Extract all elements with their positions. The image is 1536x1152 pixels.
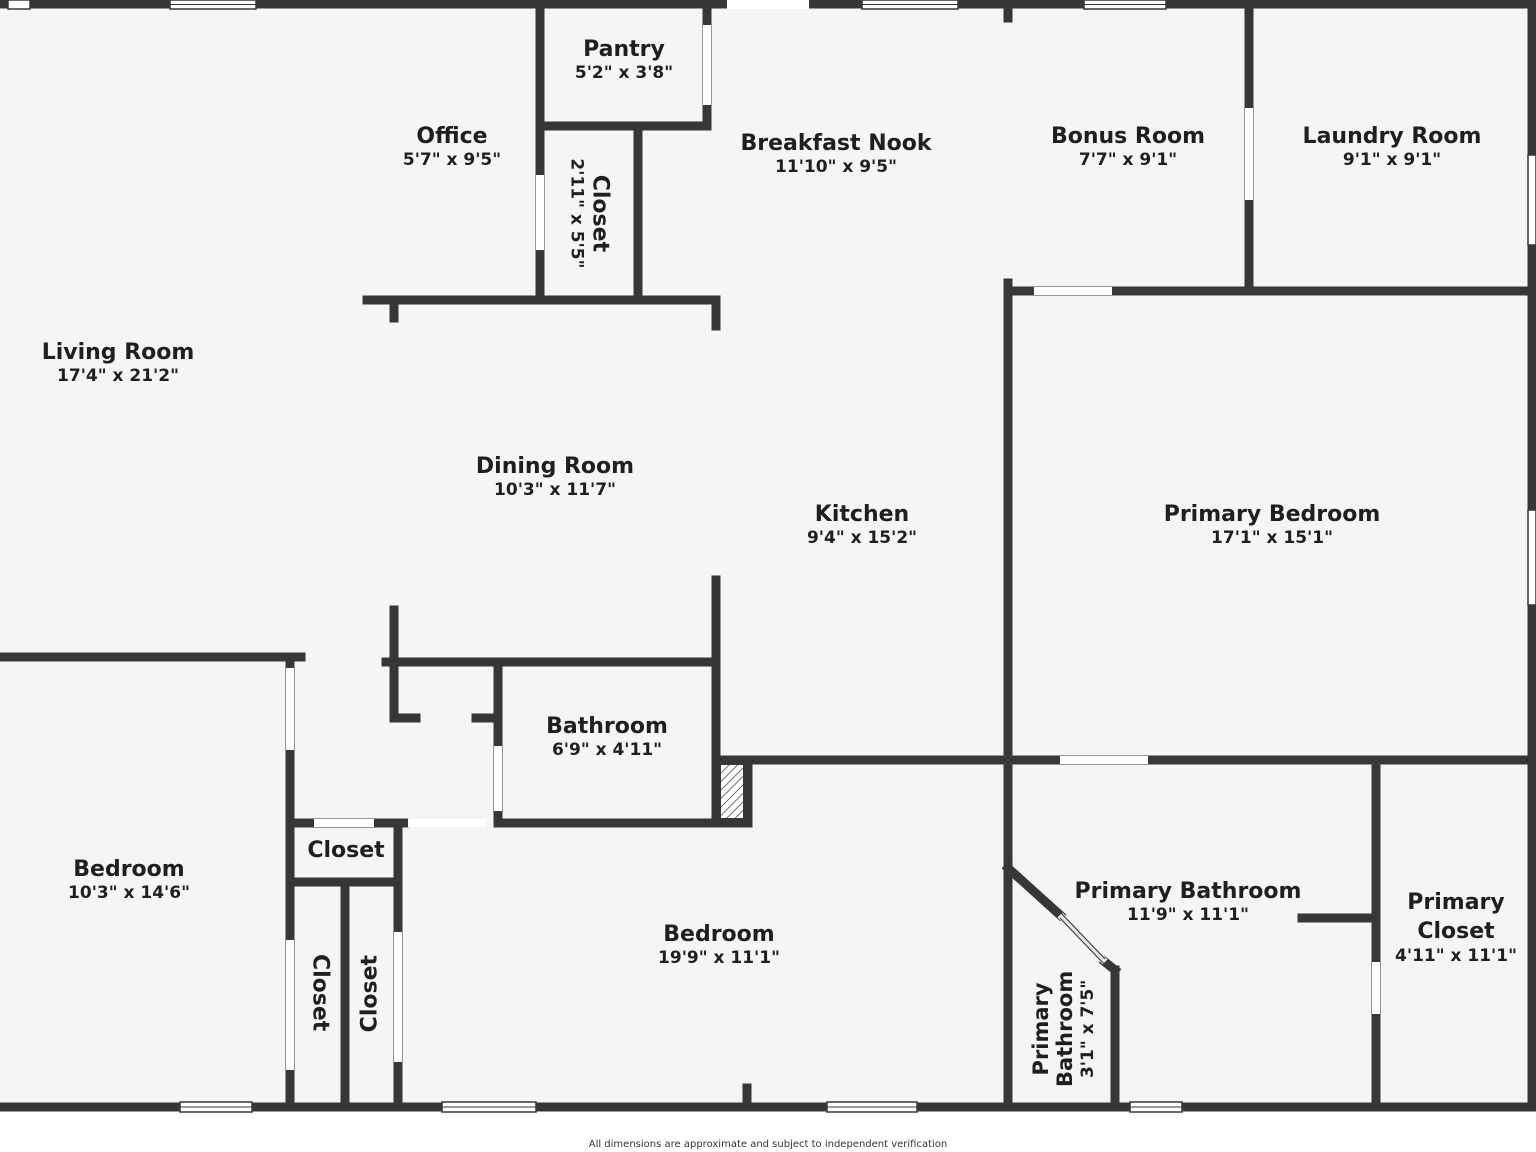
breakfast-nook-label: Breakfast Nook 11'10" x 9'5" [726, 131, 946, 178]
room-dimensions: 5'2" x 3'8" [574, 63, 674, 84]
room-dimensions: 10'3" x 14'6" [68, 883, 190, 904]
room-name: Pantry [583, 37, 665, 62]
room-dimensions: 9'4" x 15'2" [806, 528, 918, 549]
dining-room-label: Dining Room 10'3" x 11'7" [455, 454, 655, 501]
room-name: Bedroom [73, 857, 185, 882]
room-name-line2: Closet [1417, 919, 1495, 945]
primary-bathroom-label: Primary Bathroom 11'9" x 11'1" [1068, 879, 1308, 926]
floor-area [0, 5, 1533, 1107]
room-dimensions: 11'10" x 9'5" [775, 157, 897, 178]
kitchen-label: Kitchen 9'4" x 15'2" [792, 502, 932, 549]
room-name: Closet [587, 174, 613, 253]
closet-left-label: Closet [307, 943, 333, 1043]
room-dimensions: 4'11" x 11'1" [1395, 945, 1517, 966]
room-dimensions: 9'1" x 9'1" [1342, 150, 1442, 171]
room-dimensions: 7'7" x 9'1" [1078, 150, 1178, 171]
room-name: Closet [307, 838, 385, 863]
disclaimer-text: All dimensions are approximate and subje… [588, 1139, 948, 1150]
room-name: Kitchen [814, 502, 910, 527]
living-room-label: Living Room 17'4" x 21'2" [28, 340, 208, 387]
room-name: Bathroom [546, 714, 668, 739]
room-dimensions: 17'4" x 21'2" [57, 366, 179, 387]
office-closet-label: Closet 2'11" x 5'5" [566, 153, 613, 273]
room-name: Primary Bathroom [1074, 879, 1302, 904]
room-name: Bonus Room [1050, 124, 1206, 149]
bonus-room-label: Bonus Room 7'7" x 9'1" [1038, 124, 1218, 171]
room-dimensions: 3'1" x 7'5" [1078, 979, 1099, 1079]
room-name: Primary Bedroom [1163, 502, 1381, 527]
room-dimensions: 5'7" x 9'5" [402, 150, 502, 171]
hall-closet-label: Closet [296, 838, 396, 863]
primary-bathroom-small-label: Primary Bathroom 3'1" x 7'5" [1029, 959, 1099, 1099]
hatched-chase [719, 763, 745, 820]
angled-doorway [1057, 912, 1108, 965]
room-name-line2: Bathroom [1053, 970, 1078, 1088]
room-name-line1: Primary [1407, 890, 1505, 915]
office-label: Office 5'7" x 9'5" [382, 124, 522, 171]
primary-bedroom-label: Primary Bedroom 17'1" x 15'1" [1152, 502, 1392, 549]
room-dimensions: 11'9" x 11'1" [1127, 905, 1249, 926]
room-name: Breakfast Nook [740, 131, 932, 156]
pantry-label: Pantry 5'2" x 3'8" [564, 37, 684, 84]
room-name: Dining Room [475, 454, 635, 479]
room-name: Laundry Room [1302, 124, 1482, 149]
room-dimensions: 10'3" x 11'7" [494, 480, 616, 501]
room-dimensions: 2'11" x 5'5" [566, 158, 587, 269]
room-name: Office [416, 124, 488, 149]
room-name: Living Room [41, 340, 195, 365]
room-name: Closet [307, 953, 333, 1032]
bedroom-left-label: Bedroom 10'3" x 14'6" [54, 857, 204, 904]
bathroom-label: Bathroom 6'9" x 4'11" [532, 714, 682, 761]
bedroom-center-label: Bedroom 19'9" x 11'1" [644, 922, 794, 969]
door-openings [286, 0, 1380, 1070]
primary-closet-label: Primary Closet 4'11" x 11'1" [1386, 890, 1526, 966]
room-dimensions: 6'9" x 4'11" [551, 740, 663, 761]
room-name: Closet [357, 954, 383, 1033]
closet-right-label: Closet [357, 944, 382, 1044]
laundry-room-label: Laundry Room 9'1" x 9'1" [1292, 124, 1492, 171]
room-dimensions: 19'9" x 11'1" [658, 948, 780, 969]
room-dimensions: 17'1" x 15'1" [1211, 528, 1333, 549]
room-name-line1: Primary [1029, 982, 1054, 1076]
room-name: Bedroom [663, 922, 775, 947]
